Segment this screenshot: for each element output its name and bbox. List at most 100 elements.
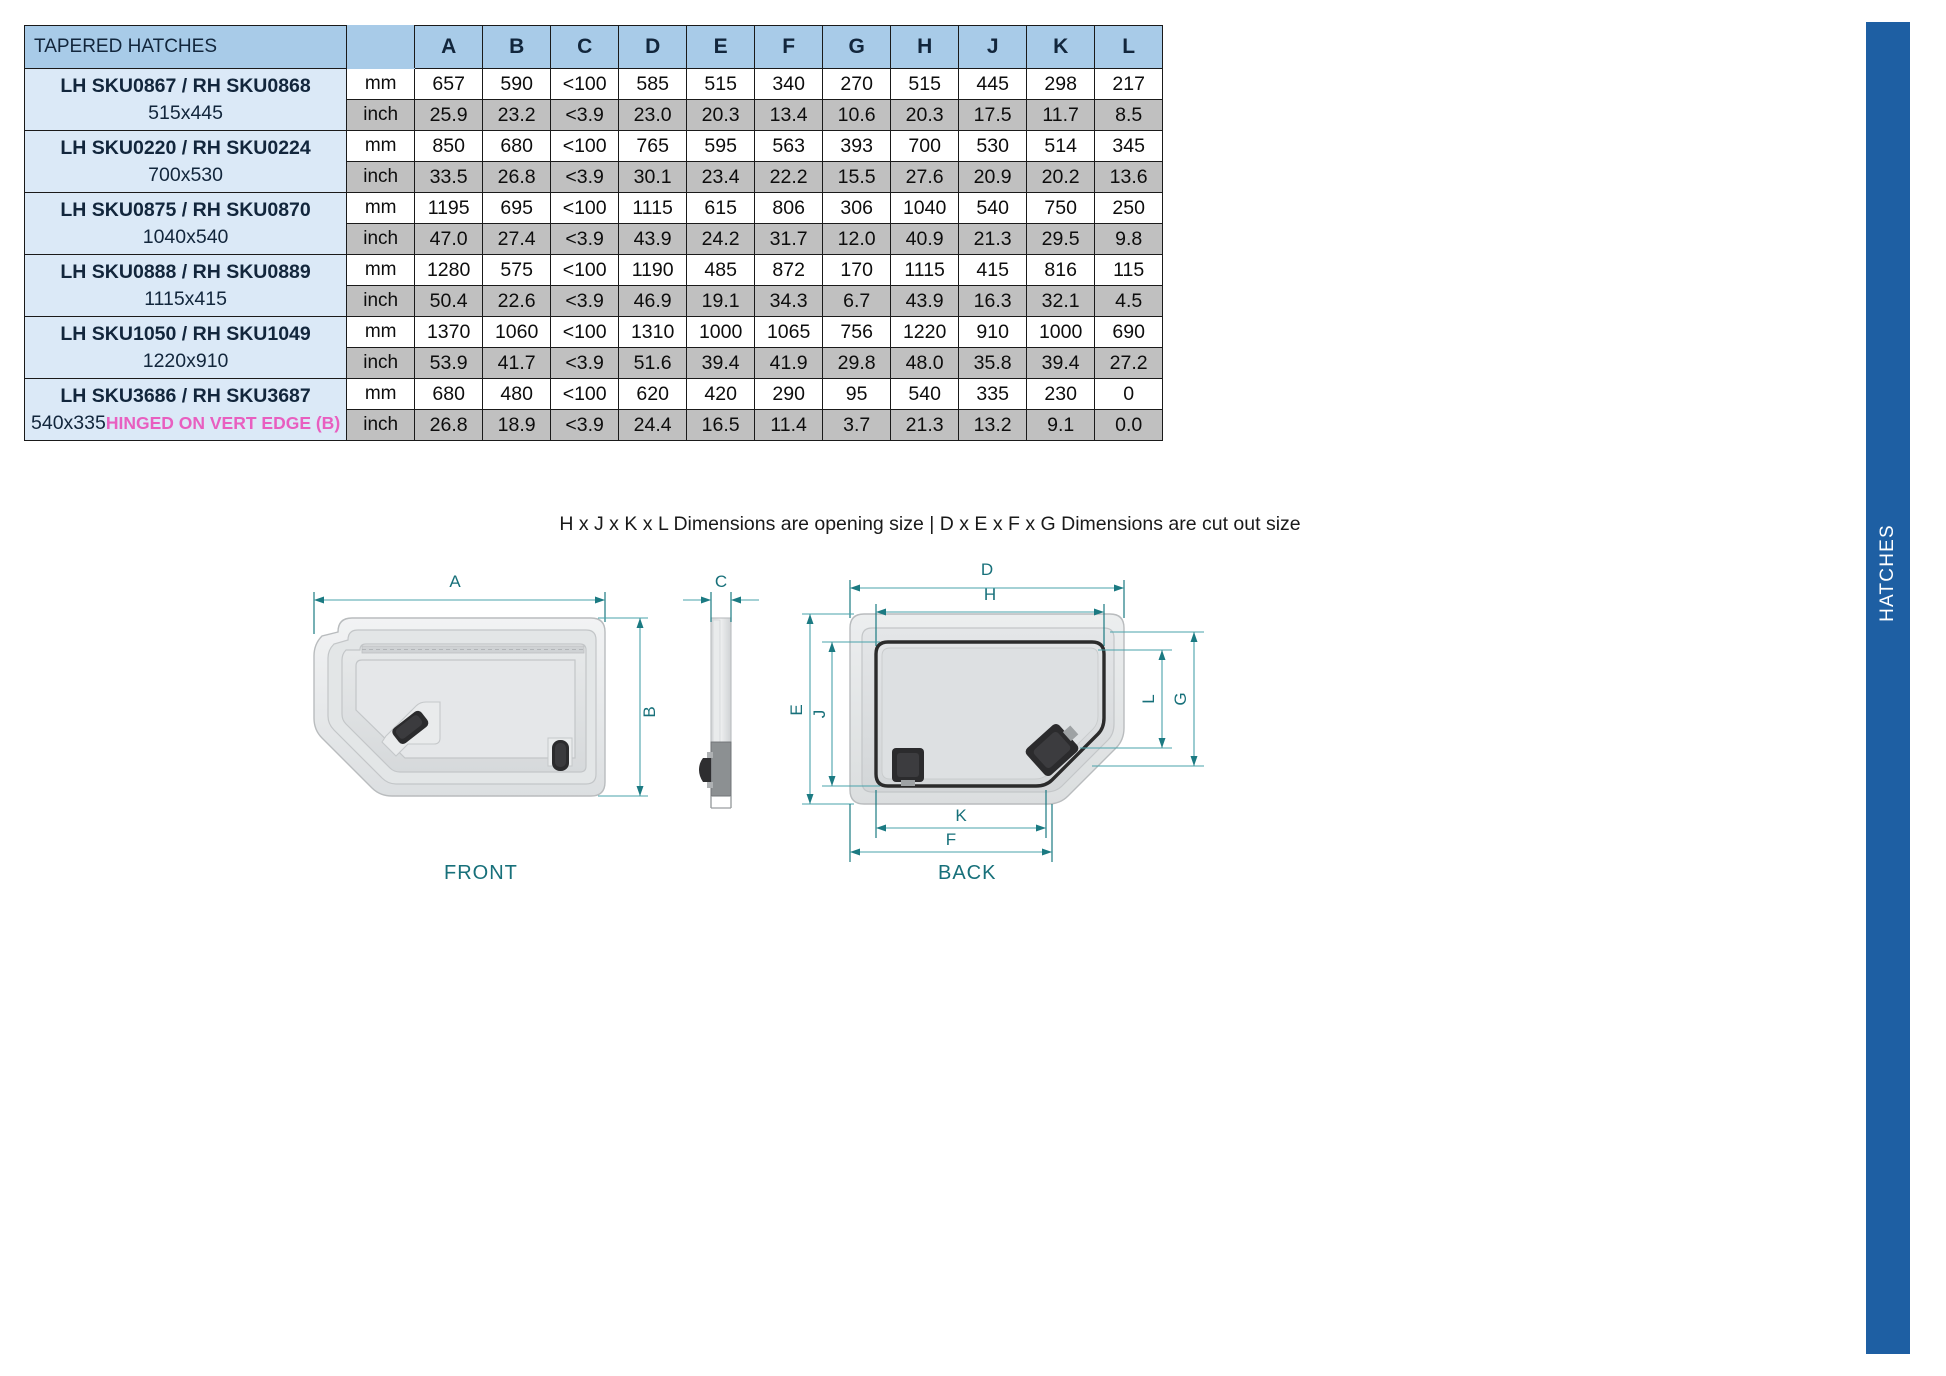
- cell-mm-d: 1115: [618, 192, 688, 225]
- unit-label-mm: mm: [346, 254, 416, 287]
- cell-inch-l: 27.2: [1094, 347, 1164, 380]
- cell-mm-a: 1280: [414, 254, 484, 287]
- col-header-k: K: [1026, 25, 1096, 69]
- back-view-drawing: D H E J: [787, 560, 1204, 862]
- cell-mm-h: 540: [890, 378, 960, 411]
- front-view-drawing: A B: [313, 572, 659, 797]
- col-header-f: F: [754, 25, 824, 69]
- cell-mm-b: 680: [482, 130, 552, 163]
- cell-inch-l: 8.5: [1094, 99, 1164, 132]
- sku-name: LH SKU0888 / RH SKU0889: [60, 261, 311, 284]
- cell-inch-h: 48.0: [890, 347, 960, 380]
- cell-inch-a: 47.0: [414, 223, 484, 256]
- cell-mm-k: 298: [1026, 67, 1096, 101]
- cell-mm-e: 515: [686, 67, 756, 101]
- dim-label-b: B: [640, 706, 659, 717]
- cell-inch-k: 11.7: [1026, 99, 1096, 132]
- cell-inch-j: 13.2: [958, 409, 1028, 442]
- cell-inch-e: 23.4: [686, 161, 756, 194]
- cell-inch-c: <3.9: [550, 347, 620, 380]
- sku-name: LH SKU0220 / RH SKU0224: [60, 137, 311, 160]
- cell-inch-h: 21.3: [890, 409, 960, 442]
- cell-inch-l: 13.6: [1094, 161, 1164, 194]
- cell-mm-d: 1190: [618, 254, 688, 287]
- side-view-drawing: C: [683, 572, 759, 809]
- cell-mm-l: 250: [1094, 192, 1164, 225]
- cell-inch-d: 23.0: [618, 99, 688, 132]
- cell-inch-c: <3.9: [550, 161, 620, 194]
- cell-mm-d: 1310: [618, 316, 688, 349]
- cell-inch-f: 13.4: [754, 99, 824, 132]
- cell-mm-a: 1195: [414, 192, 484, 225]
- cell-mm-j: 445: [958, 67, 1028, 101]
- dim-label-h: H: [984, 585, 996, 604]
- cell-mm-h: 1040: [890, 192, 960, 225]
- cell-inch-l: 4.5: [1094, 285, 1164, 318]
- col-header-b: B: [482, 25, 552, 69]
- cell-inch-h: 20.3: [890, 99, 960, 132]
- cell-inch-c: <3.9: [550, 223, 620, 256]
- cell-mm-g: 306: [822, 192, 892, 225]
- cell-inch-k: 9.1: [1026, 409, 1096, 442]
- cell-inch-f: 11.4: [754, 409, 824, 442]
- cell-mm-e: 1000: [686, 316, 756, 349]
- cell-mm-l: 690: [1094, 316, 1164, 349]
- col-header-j: J: [958, 25, 1028, 69]
- cell-inch-l: 9.8: [1094, 223, 1164, 256]
- cell-mm-a: 1370: [414, 316, 484, 349]
- cell-inch-h: 40.9: [890, 223, 960, 256]
- cell-inch-k: 20.2: [1026, 161, 1096, 194]
- sku-name: LH SKU0875 / RH SKU0870: [60, 199, 311, 222]
- cell-mm-j: 530: [958, 130, 1028, 163]
- cell-mm-d: 585: [618, 67, 688, 101]
- dim-label-a: A: [449, 572, 461, 591]
- cell-inch-k: 32.1: [1026, 285, 1096, 318]
- cell-mm-c: <100: [550, 378, 620, 411]
- cell-inch-d: 24.4: [618, 409, 688, 442]
- cell-mm-e: 615: [686, 192, 756, 225]
- cell-inch-e: 24.2: [686, 223, 756, 256]
- cell-mm-b: 695: [482, 192, 552, 225]
- cell-inch-b: 26.8: [482, 161, 552, 194]
- cell-mm-g: 95: [822, 378, 892, 411]
- cell-inch-e: 39.4: [686, 347, 756, 380]
- cell-mm-c: <100: [550, 316, 620, 349]
- cell-inch-a: 25.9: [414, 99, 484, 132]
- cell-mm-f: 563: [754, 130, 824, 163]
- cell-inch-l: 0.0: [1094, 409, 1164, 442]
- sku-size: 700x530: [148, 163, 223, 186]
- cell-inch-j: 35.8: [958, 347, 1028, 380]
- cell-mm-j: 335: [958, 378, 1028, 411]
- cell-inch-d: 46.9: [618, 285, 688, 318]
- sku-size: 1220x910: [142, 349, 229, 372]
- cell-mm-b: 1060: [482, 316, 552, 349]
- col-header-h: H: [890, 25, 960, 69]
- cell-mm-k: 750: [1026, 192, 1096, 225]
- cell-mm-b: 590: [482, 67, 552, 101]
- cell-inch-f: 41.9: [754, 347, 824, 380]
- dim-label-l: L: [1139, 694, 1158, 703]
- cell-mm-c: <100: [550, 254, 620, 287]
- cell-inch-g: 3.7: [822, 409, 892, 442]
- cell-mm-b: 480: [482, 378, 552, 411]
- cell-inch-a: 26.8: [414, 409, 484, 442]
- unit-label-mm: mm: [346, 192, 416, 225]
- cell-mm-e: 595: [686, 130, 756, 163]
- dim-label-f: F: [946, 830, 956, 849]
- col-header-e: E: [686, 25, 756, 69]
- dim-label-d: D: [981, 560, 993, 579]
- cell-inch-a: 53.9: [414, 347, 484, 380]
- cell-mm-j: 540: [958, 192, 1028, 225]
- cell-mm-f: 340: [754, 67, 824, 101]
- cell-inch-k: 29.5: [1026, 223, 1096, 256]
- cell-inch-e: 20.3: [686, 99, 756, 132]
